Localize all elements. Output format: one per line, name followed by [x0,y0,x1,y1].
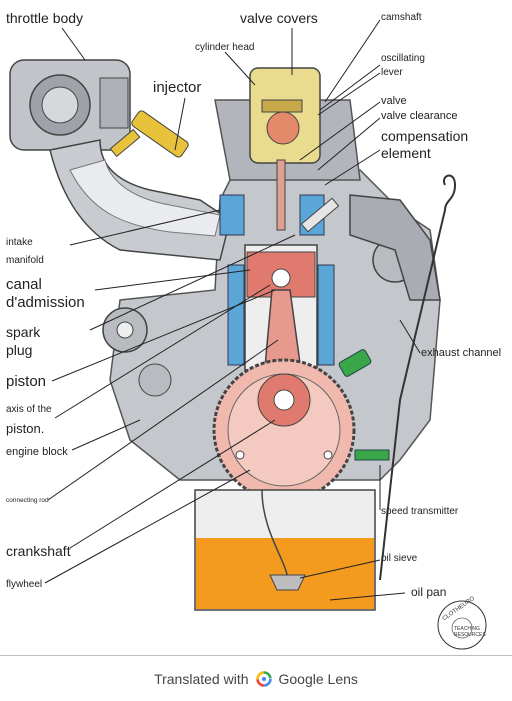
label-oscillating-lever-1: oscillating [381,53,425,64]
label-throttle-body: throttle body [6,10,84,26]
label-axis-piston-1: axis of the [6,404,52,415]
footer-prefix: Translated with [154,670,249,687]
engine-illustration [9,19,487,650]
leader-lines [44,19,421,601]
label-cylinder-head: cylinder head [195,42,255,53]
label-crankshaft: crankshaft [6,543,71,559]
google-lens-icon [255,670,272,687]
throttle-body-shape [9,59,131,151]
engine-diagram: throttle body valve covers camshaft cyli… [6,10,502,650]
label-oil-pan: oil pan [411,585,447,599]
sensors [338,349,390,461]
coolant-passages [219,194,335,366]
label-connecting-rod: connecting rod [6,497,49,504]
label-oscillating-lever-2: lever [381,67,403,78]
label-axis-piston-2: piston. [6,421,45,436]
label-exhaust-channel: exhaust channel [421,347,502,359]
label-piston: piston [6,373,47,390]
label-speed-transmitter: speed transmitter [381,506,459,517]
label-valve-clearance: valve clearance [381,110,458,122]
label-canal-1: canal [6,276,42,293]
label-injector: injector [153,79,202,96]
footer-brand: Google Lens [278,670,358,687]
label-flywheel: flywheel [6,579,43,590]
watermark-text-2: TEACHING RESOURCES [454,626,486,638]
google-lens-footer: Translated with Google Lens [0,655,512,701]
oil-pan-shape [194,489,376,611]
label-compensation-2: element [381,145,431,161]
flywheel-shape [212,358,356,502]
watermark-logo [437,600,487,650]
intake-manifold-shape [49,139,231,261]
spark-plug-shape [300,197,340,233]
label-spark-plug-2: plug [6,342,33,358]
exhaust-shape [349,194,441,301]
label-intake-manifold-1: intake [6,237,33,248]
label-canal-2: d'admission [6,294,85,311]
label-oil-sieve: oil sieve [381,553,418,564]
cylinder-head-shape [249,67,321,231]
label-engine-block: engine block [6,446,68,458]
label-camshaft: camshaft [381,12,422,23]
dipstick [379,174,457,581]
label-intake-manifold-2: manifold [6,255,44,266]
label-compensation-1: compensation [381,128,469,144]
label-spark-plug-1: spark [6,324,41,340]
label-valve: valve [381,95,407,107]
label-valve-covers: valve covers [240,10,318,26]
injector-shape [109,110,189,158]
